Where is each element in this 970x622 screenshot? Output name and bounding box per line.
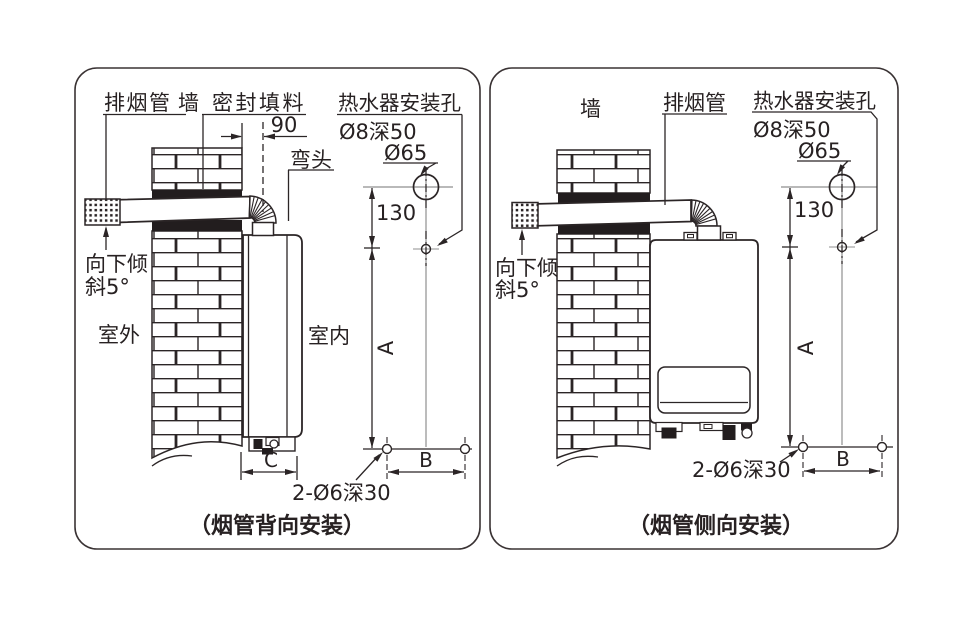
- right-exhaust-pipe: [511, 199, 722, 241]
- right-leaders: [521, 111, 878, 463]
- left-label-tilt-1: 向下倾: [85, 252, 148, 276]
- right-caption: （烟管侧向安装）: [628, 513, 804, 539]
- right-label-flue-dia: Ø65: [798, 139, 841, 163]
- left-bottom-hole-right: [459, 443, 471, 455]
- right-elbow-collar: [696, 225, 722, 241]
- right-pipe-mesh-cap: [511, 201, 539, 229]
- right-dim-a-label: A: [794, 340, 818, 355]
- left-dim-a-label: A: [374, 340, 398, 355]
- right-mount-hole-top: [836, 241, 848, 253]
- left-wall: [151, 147, 243, 467]
- left-label-sealant: 密封填料: [212, 91, 306, 115]
- left-label-wall: 墙: [178, 91, 199, 115]
- left-bottom-hole-left: [381, 443, 393, 455]
- left-panel: 排烟管 墙 密封填料 热水器安装孔 Ø8深50 90 Ø65 弯头 130 向下…: [74, 67, 481, 550]
- left-label-elbow: 弯头: [290, 148, 332, 172]
- right-sealant-top: [558, 193, 650, 204]
- left-dim-c: [240, 452, 298, 480]
- right-heater-fittings: [655, 421, 753, 440]
- left-pipe-mesh-cap: [84, 198, 121, 226]
- right-hole-diagram: [781, 168, 893, 480]
- left-label-tilt-2: 斜5°: [85, 275, 130, 299]
- left-label-heater-holes: 热水器安装孔: [338, 91, 461, 115]
- left-label-hole-spec: Ø8深50: [339, 120, 417, 144]
- left-label-exhaust-pipe: 排烟管: [104, 91, 172, 115]
- left-exhaust-pipe: [84, 195, 277, 237]
- right-label-hole-spec: Ø8深50: [753, 118, 831, 142]
- left-caption: （烟管背向安装）: [189, 513, 365, 539]
- left-dim-90-value: 90: [271, 113, 298, 137]
- right-heater-control-panel: [657, 366, 751, 414]
- right-label-tilt-1: 向下倾: [495, 256, 558, 280]
- left-leader-arrows: [103, 165, 448, 462]
- right-dim-130-value: 130: [794, 198, 834, 222]
- left-dim-90: [221, 122, 307, 212]
- left-flue-hole-65: [412, 173, 440, 201]
- left-leaders: [103, 113, 463, 481]
- left-elbow-collar: [251, 221, 275, 237]
- left-heater-side-view: [242, 234, 303, 455]
- left-sealant-top: [152, 190, 242, 200]
- left-dim-b-label: B: [419, 448, 433, 472]
- right-label-bottom-holes: 2-Ø6深30: [692, 458, 791, 482]
- right-label-wall: 墙: [580, 97, 601, 121]
- left-dim-c-label: C: [264, 448, 278, 472]
- right-flue-hole-65: [828, 173, 856, 201]
- left-mount-hole-top: [420, 243, 432, 255]
- right-label-tilt-2: 斜5°: [495, 278, 540, 302]
- left-label-indoor: 室内: [308, 324, 350, 348]
- right-panel: 墙 排烟管 热水器安装孔 Ø8深50 Ø65 130 向下倾 斜5° A B 2…: [489, 67, 899, 550]
- right-heater-front-view: [649, 231, 759, 440]
- left-label-outdoor: 室外: [98, 323, 140, 347]
- right-label-heater-holes: 热水器安装孔: [753, 89, 876, 113]
- left-dim-130-value: 130: [376, 201, 416, 225]
- left-label-bottom-holes: 2-Ø6深30: [292, 481, 391, 505]
- right-dim-arrows: [787, 188, 880, 474]
- right-wall: [556, 149, 651, 467]
- left-sealant-bottom: [152, 220, 242, 231]
- left-hole-diagram: [363, 168, 472, 480]
- left-label-flue-dia: Ø65: [384, 141, 427, 165]
- right-bottom-hole-right: [876, 441, 888, 453]
- right-dim-b-label: B: [836, 447, 850, 471]
- right-leader-arrows: [519, 164, 865, 458]
- left-dim-arrows: [369, 188, 464, 475]
- right-label-exhaust-pipe: 排烟管: [663, 91, 726, 115]
- right-bottom-hole-left: [797, 441, 809, 453]
